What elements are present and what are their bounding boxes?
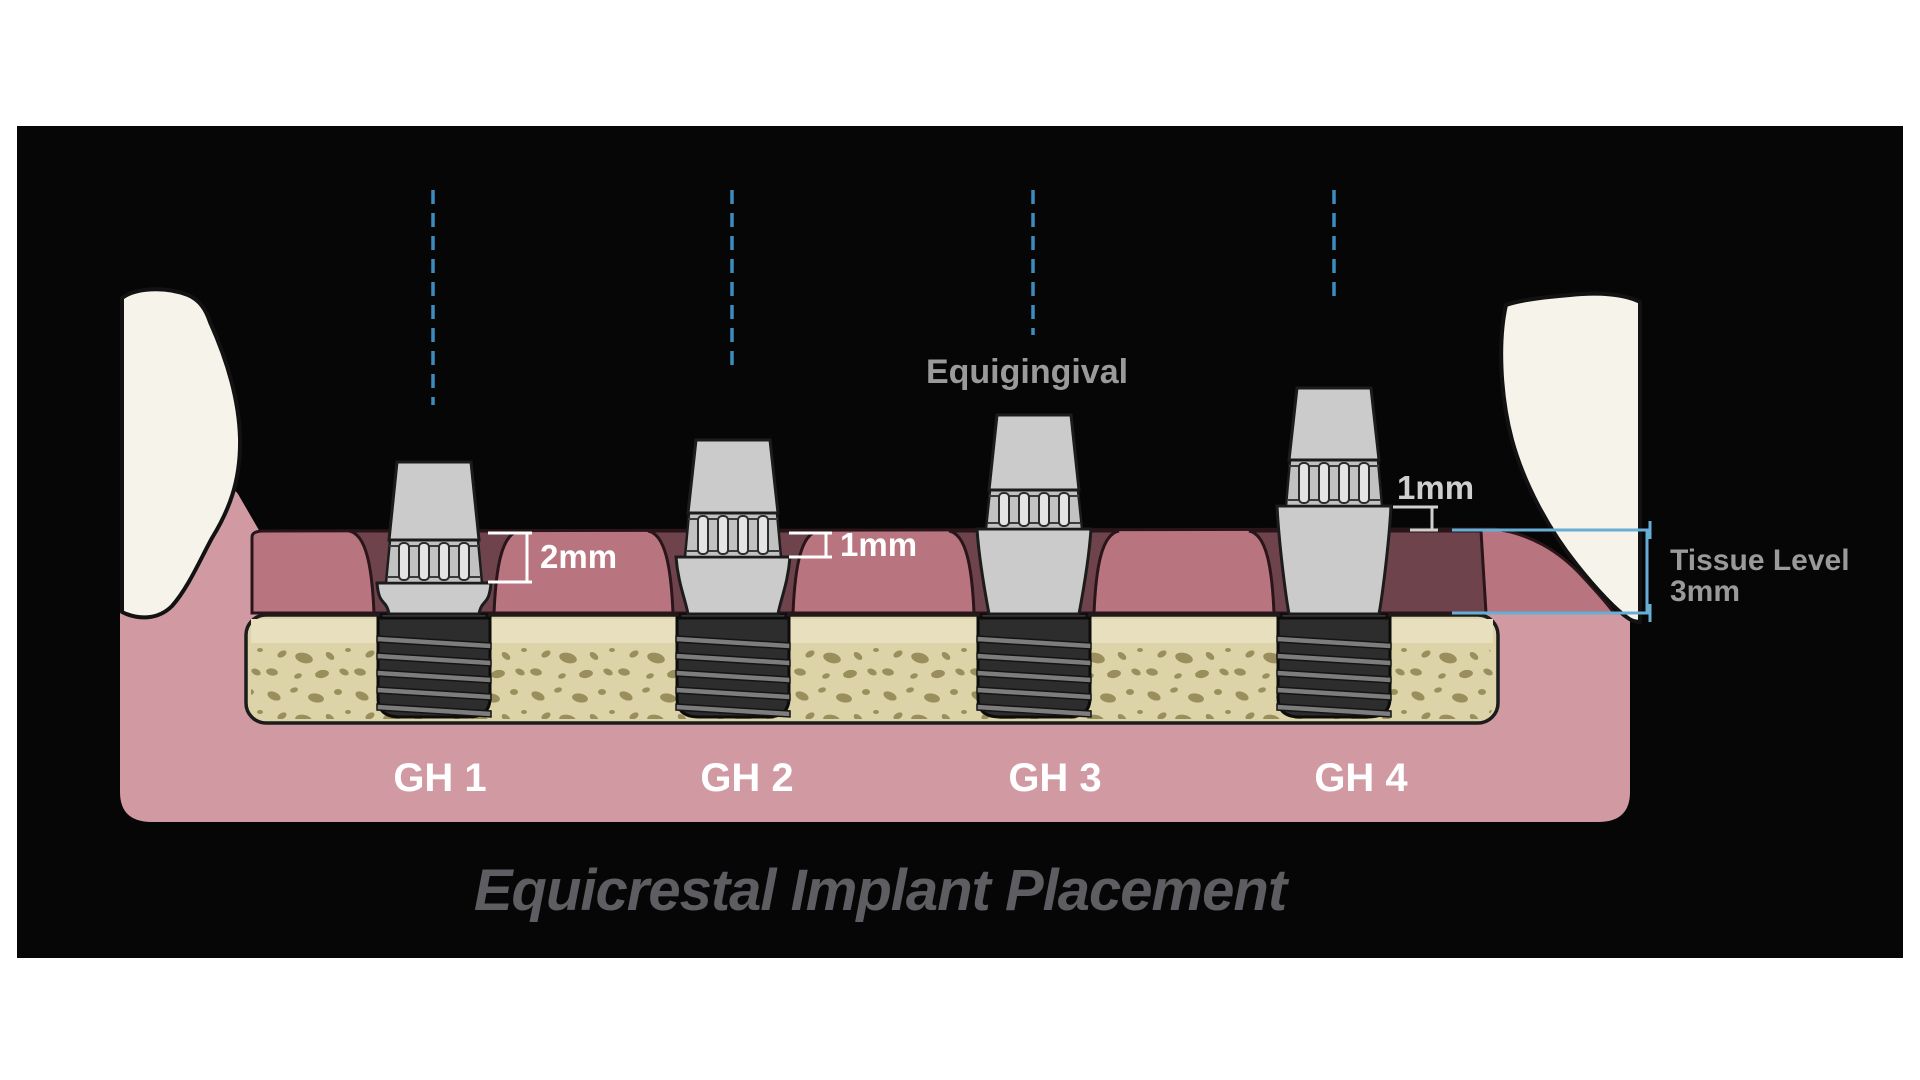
right-tooth (1499, 291, 1642, 624)
tissue-level-label: Tissue Level 3mm (1670, 544, 1850, 608)
measurement-gh2-label: 1mm (840, 526, 917, 563)
implant-flare (674, 555, 792, 616)
abutment (686, 438, 780, 515)
implant-screw (376, 616, 492, 719)
implant-gh1 (375, 460, 493, 719)
axis-lines (431, 190, 1336, 405)
gh4-label: GH 4 (1314, 756, 1408, 800)
implant-gh4 (1275, 386, 1393, 719)
measurement-gh1-label: 2mm (540, 538, 617, 575)
measurement-bracket-gh4 (1393, 505, 1438, 532)
tissue-level-value: 3mm (1670, 575, 1740, 608)
measurement-gh4-label: 1mm (1397, 469, 1474, 506)
measurements: 2mm 1mm 1mm (488, 469, 1474, 584)
abutment (987, 413, 1081, 492)
implant-screw (1276, 616, 1392, 719)
abutment (387, 460, 481, 542)
gh2-label: GH 2 (700, 756, 793, 800)
gh3-label: GH 3 (1008, 756, 1101, 800)
implant-gh3 (975, 413, 1093, 719)
implant-flare (1275, 504, 1393, 616)
measurement-bracket-gh1 (488, 531, 532, 584)
measurement-bracket-gh2 (789, 531, 832, 559)
implant-screw (675, 616, 791, 719)
bone-speckle-texture (251, 645, 1493, 719)
tissue-level-lines (1452, 521, 1652, 622)
implant-screw (976, 616, 1092, 719)
implant-flare (975, 527, 1093, 616)
diagram-title: Equicrestal Implant Placement (474, 858, 1290, 923)
tissue-level-text: Tissue Level (1670, 544, 1850, 577)
abutment (1287, 386, 1381, 462)
gh-labels: GH 1 GH 2 GH 3 GH 4 (393, 756, 1408, 800)
gh1-label: GH 1 (393, 756, 486, 800)
implant-flare (375, 581, 493, 616)
equigingival-label: Equigingival (926, 353, 1128, 391)
tissue-level-connector (1645, 521, 1652, 622)
left-tooth (120, 287, 243, 620)
implant-gh2 (674, 438, 792, 719)
